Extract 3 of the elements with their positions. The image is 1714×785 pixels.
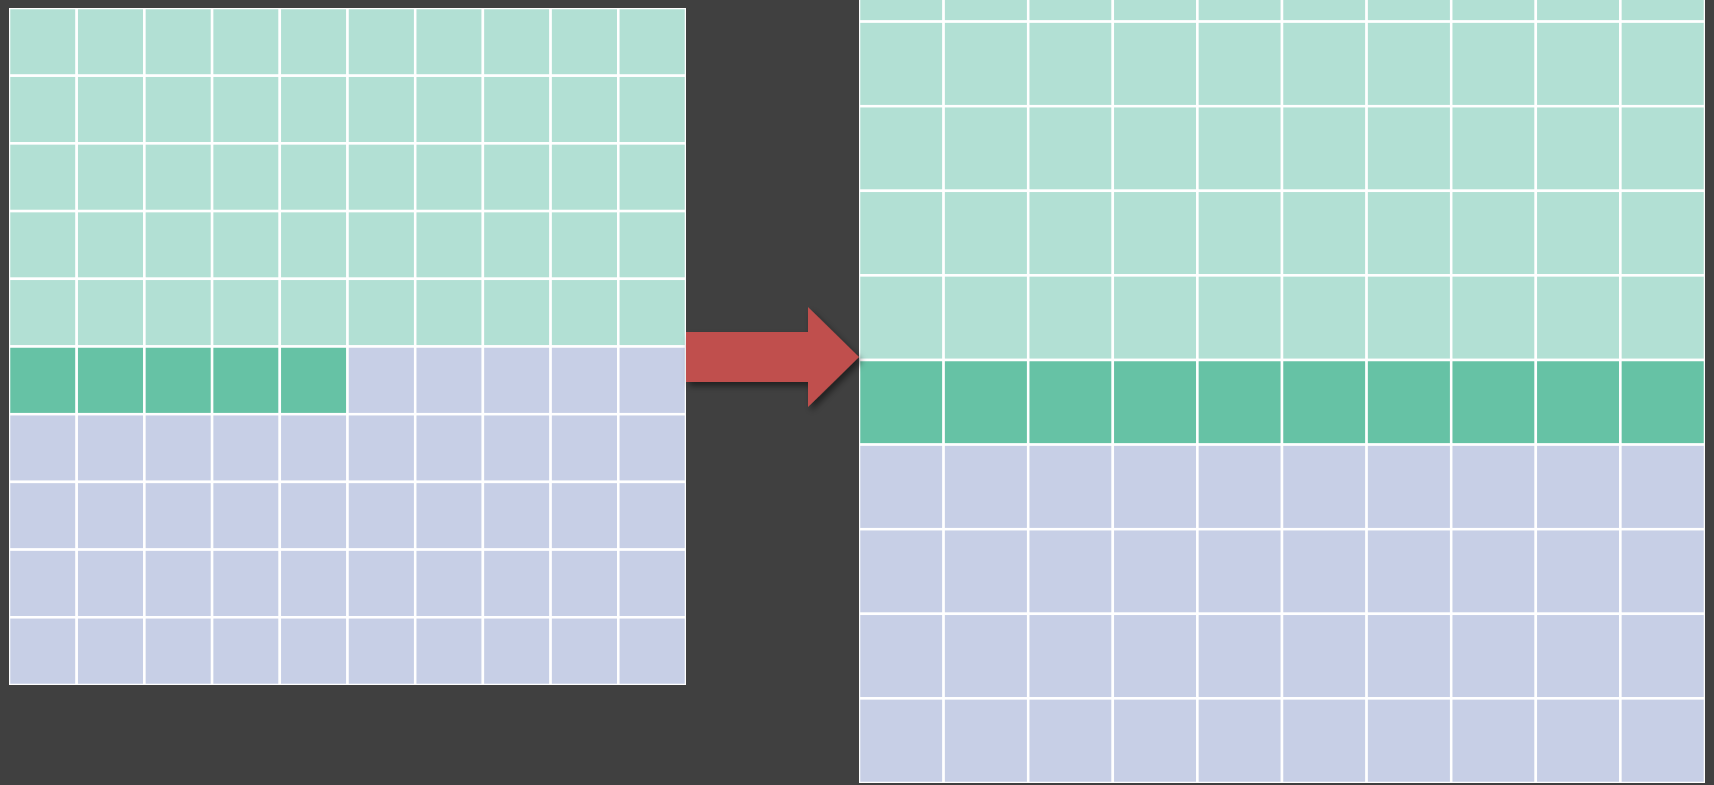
block-arrow xyxy=(686,307,859,407)
grid-drawing xyxy=(859,0,1705,783)
grid-drawing xyxy=(9,8,686,685)
